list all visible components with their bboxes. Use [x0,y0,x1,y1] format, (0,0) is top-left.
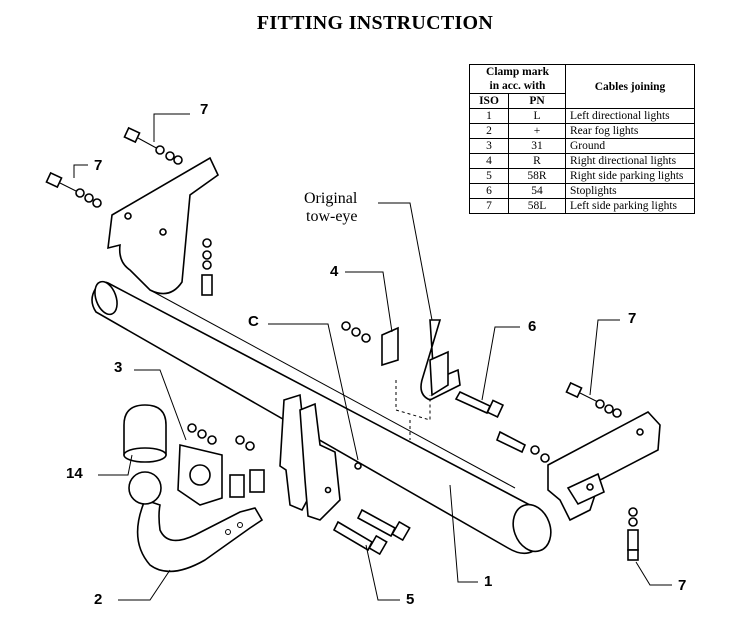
fastener-stack-vertical-left [201,238,213,296]
cable-joining-table: Clamp mark in acc. with Cables joining I… [469,64,695,214]
header-pn: PN [508,93,566,109]
label-part-7-right: 7 [628,310,636,327]
table-row: 2+Rear fog lights [469,123,695,139]
label-part-4: 4 [330,263,339,280]
header-clamp-line2: in acc. with [489,80,546,92]
label-part-14: 14 [66,465,83,482]
cell-cable: Left side parking lights [565,198,695,214]
label-part-2: 2 [94,591,102,608]
ball-cover-cap [123,404,167,463]
fastener-stack-left [45,171,102,208]
fastener-stack-vertical-right [627,507,639,561]
cell-cable: Right side parking lights [565,168,695,184]
header-clamp-mark: Clamp mark in acc. with [469,64,566,94]
right-mounting-bracket [547,411,661,522]
fastener-stack-center [187,321,371,451]
fastener-stack-right [565,381,622,418]
cell-pn: 58R [508,168,566,184]
label-original-line1: Original [304,190,358,207]
label-part-5: 5 [406,591,414,608]
leader-lines [73,113,672,601]
label-part-1: 1 [484,573,492,590]
header-clamp-line1: Clamp mark [486,66,549,78]
table-subheader-row: ISO PN [469,93,695,109]
label-part-7-left: 7 [94,157,102,174]
fastener-stack-top-left [123,126,183,165]
bolt-set-6 [454,390,550,463]
label-part-7-bottom: 7 [678,577,686,594]
label-original-line2: tow-eye [306,208,358,225]
label-part-7-top: 7 [200,101,208,118]
page-title: FITTING INSTRUCTION [256,12,494,34]
label-part-c: C [248,313,259,330]
left-mounting-bracket [107,156,220,295]
label-part-6: 6 [528,318,536,335]
socket-plate [177,443,265,506]
table-header-row: Clamp mark in acc. with Cables joining [469,64,695,109]
center-mounting-plates [279,393,362,521]
label-part-3: 3 [114,359,122,376]
tow-ball-neck [128,471,264,573]
bolt-set-5 [332,508,411,556]
original-tow-eye [381,319,461,440]
